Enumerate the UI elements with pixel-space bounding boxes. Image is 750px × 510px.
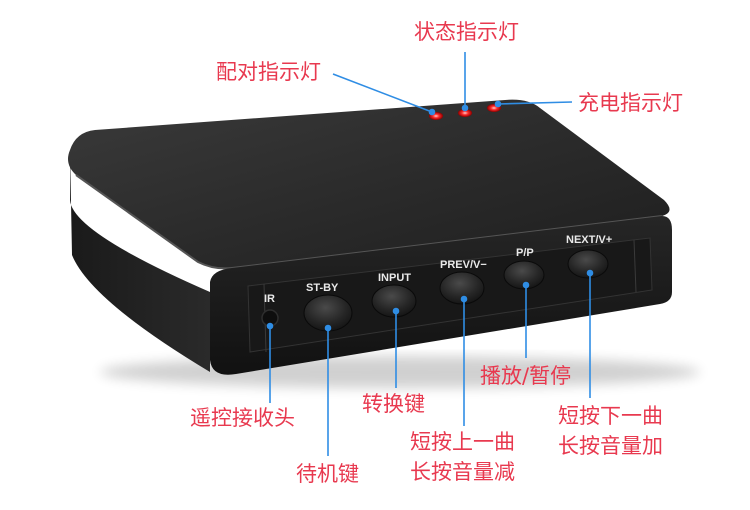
- device-side-face: [70, 150, 210, 372]
- label-prev: PREV/V−: [440, 259, 487, 271]
- leader-lines: [266, 52, 594, 456]
- label-play-pause: P/P: [516, 247, 534, 259]
- floor-shadow: [100, 356, 700, 388]
- callout-prev-line1: 短按上一曲: [410, 430, 515, 454]
- callout-status-led: 状态指示灯: [414, 20, 519, 44]
- callout-input: 转换键: [362, 392, 425, 416]
- input-button[interactable]: [371, 284, 417, 318]
- leader-charge-led: [497, 101, 573, 105]
- next-button[interactable]: [567, 249, 609, 279]
- label-next: NEXT/V+: [566, 234, 612, 246]
- callout-pair-led: 配对指示灯: [216, 60, 321, 84]
- callout-prev-line2: 长按音量减: [410, 460, 515, 484]
- leader-dot-status: [461, 104, 469, 112]
- callout-standby: 待机键: [296, 462, 359, 486]
- leader-dot-play-pause: [522, 281, 530, 289]
- leader-dot-standby: [324, 324, 332, 332]
- status-led: [458, 109, 472, 117]
- label-standby: ST-BY: [306, 282, 339, 294]
- leader-dot-input: [392, 307, 400, 315]
- leader-dot-next: [586, 269, 594, 277]
- device-top-face: [68, 99, 670, 269]
- callout-next-line2: 长按音量加: [558, 434, 663, 458]
- prev-button[interactable]: [439, 271, 485, 305]
- callout-ir-receiver: 遥控接收头: [190, 406, 295, 430]
- callout-play-pause: 播放/暂停: [480, 364, 572, 388]
- leader-dot-pair: [428, 108, 436, 116]
- label-ir: IR: [264, 293, 275, 305]
- leader-dot-charge: [494, 100, 502, 108]
- play-pause-button[interactable]: [503, 260, 545, 290]
- leader-dot-prev: [460, 295, 468, 303]
- callout-next-line1: 短按下一曲: [558, 404, 663, 428]
- leader-pair-led: [332, 73, 433, 113]
- label-input: INPUT: [378, 272, 411, 284]
- leader-dot-ir: [266, 322, 274, 330]
- callout-charge-led: 充电指示灯: [578, 91, 683, 115]
- panel-seam-right: [633, 239, 637, 293]
